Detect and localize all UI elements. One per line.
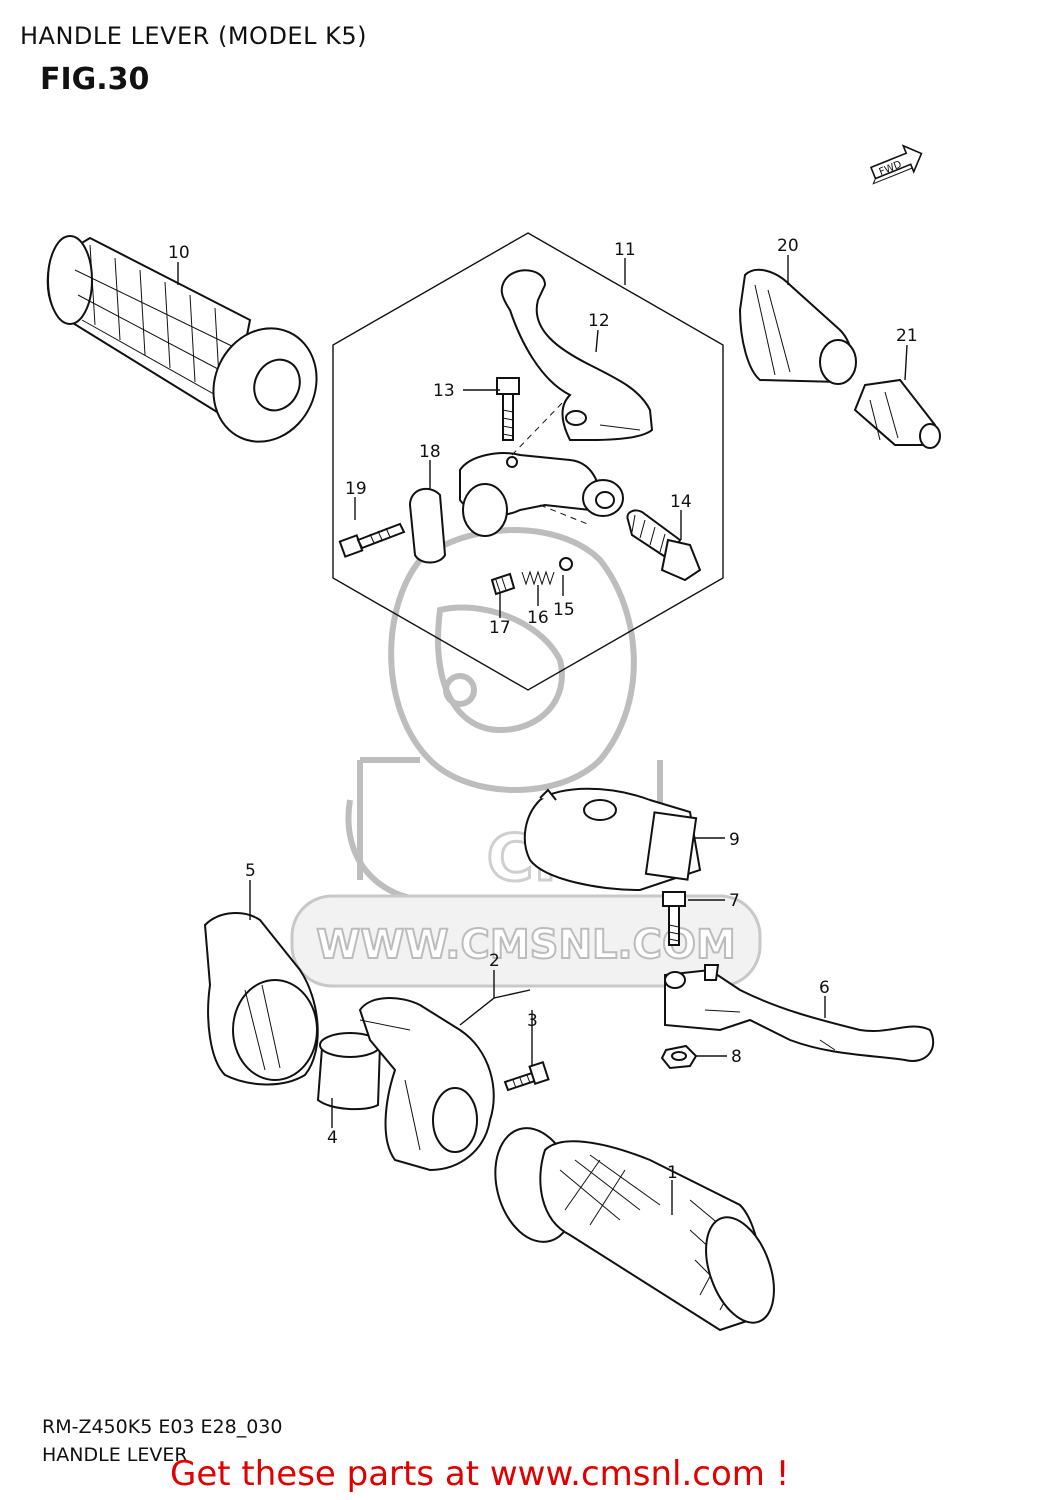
callout-labels: 10 11 12 13 18 19 14 15 16 17 20 21 9 7 … — [168, 236, 918, 1183]
part-18-holder — [408, 452, 624, 564]
part-8-nut — [660, 1044, 698, 1070]
part-14-adjuster — [626, 509, 702, 582]
callout-14: 14 — [670, 492, 692, 512]
callout-11: 11 — [614, 240, 636, 260]
callout-6: 6 — [819, 978, 830, 998]
part-15-ball — [559, 557, 573, 571]
callout-16: 16 — [527, 608, 549, 628]
leader-lines — [177, 255, 908, 1215]
callout-15: 15 — [553, 600, 575, 620]
callout-12: 12 — [588, 311, 610, 331]
part-16-spring — [521, 570, 555, 586]
callout-7: 7 — [729, 891, 740, 911]
callout-19: 19 — [345, 479, 367, 499]
fwd-text: FWD — [878, 159, 904, 178]
part-1-grip — [494, 1127, 775, 1332]
part-20-cover — [738, 268, 857, 385]
callout-9: 9 — [729, 830, 740, 850]
part-2-housing — [358, 997, 495, 1172]
callout-8: 8 — [731, 1047, 742, 1067]
callout-18: 18 — [419, 442, 441, 462]
diagram-name: HANDLE LEVER — [42, 1444, 188, 1466]
callout-4: 4 — [327, 1128, 338, 1148]
part-7-bolt — [662, 891, 686, 946]
part-10-grip — [46, 235, 318, 443]
model-code: RM-Z450K5 E03 E28_030 — [42, 1416, 283, 1438]
figure-label: FIG.30 — [40, 62, 150, 97]
watermark-url: WWW.CMSNL.COM — [316, 922, 736, 968]
part-13-bolt — [496, 377, 520, 441]
fwd-arrow-icon: FWD — [869, 144, 923, 185]
assembly-frame — [332, 232, 724, 691]
part-6-lever — [664, 964, 935, 1062]
part-9-cover — [523, 787, 702, 892]
page-title: HANDLE LEVER (MODEL K5) — [20, 22, 367, 50]
callout-1: 1 — [667, 1163, 678, 1183]
part-19-bolt — [338, 522, 406, 558]
part-4-collar — [316, 1032, 382, 1111]
part-3-bolt — [503, 1061, 550, 1092]
callout-20: 20 — [777, 236, 799, 256]
watermark: WWW.CMSNL.COM CMS — [290, 527, 762, 988]
callout-3: 3 — [527, 1011, 538, 1031]
part-17-spring-holder — [490, 572, 516, 596]
part-12-lever — [500, 269, 654, 441]
callout-2: 2 — [489, 951, 500, 971]
part-21-adjuster — [853, 378, 941, 449]
callout-13: 13 — [433, 381, 455, 401]
callout-17: 17 — [489, 618, 511, 638]
callout-10: 10 — [168, 243, 190, 263]
promo-link[interactable]: Get these parts at www.cmsnl.com ! — [170, 1454, 790, 1494]
callout-5: 5 — [245, 861, 256, 881]
callout-21: 21 — [896, 326, 918, 346]
part-5-cover — [203, 912, 319, 1086]
